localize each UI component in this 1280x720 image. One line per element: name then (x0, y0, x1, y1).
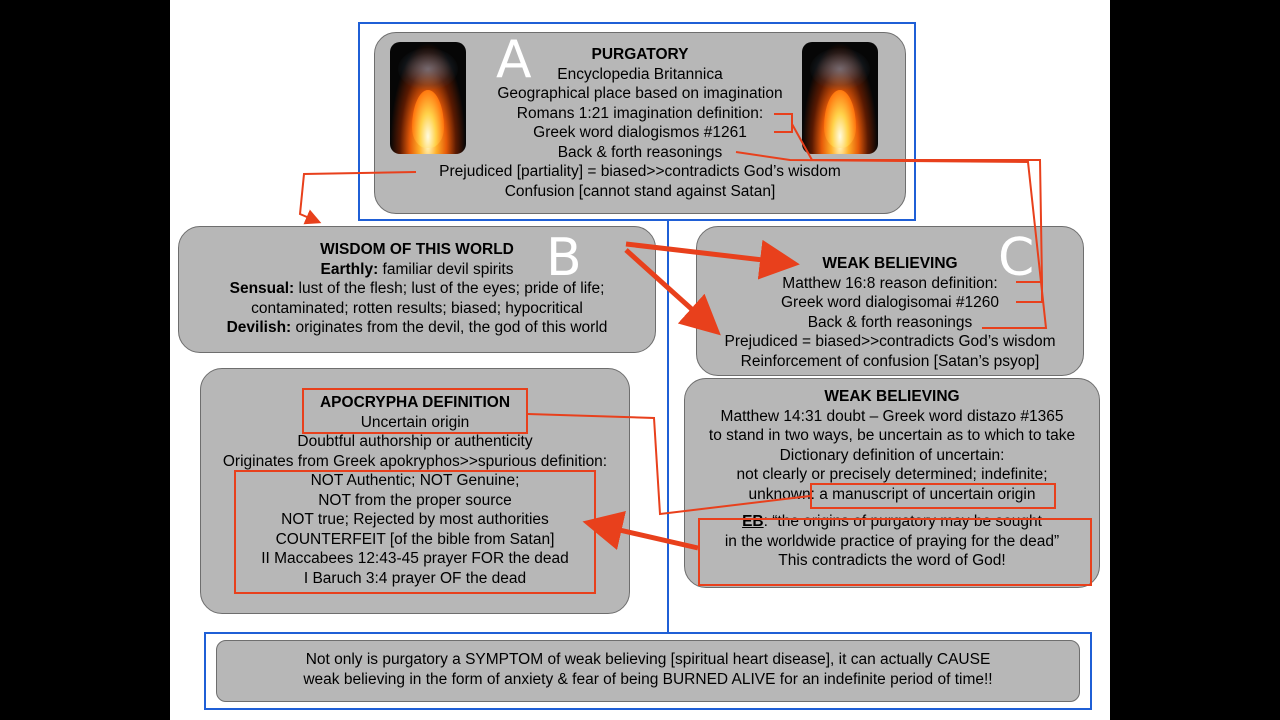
apocrypha-line-6: NOT true; Rejected by most authorities (281, 511, 549, 528)
wisdom-devilish-text: originates from the devil, the god of th… (291, 319, 608, 336)
bottom-frame (204, 632, 1092, 710)
apocrypha-line-5: NOT from the proper source (318, 491, 512, 509)
fire-image-left (390, 42, 466, 154)
fire-image-right (802, 42, 878, 154)
apocrypha-line-1: Uncertain origin (360, 413, 470, 431)
conclusion-line-1: Not only is purgatory a SYMPTOM of weak … (305, 651, 991, 668)
connector-prejudiced-to-wisdom (298, 171, 417, 225)
eb-quote-highlight (698, 518, 1092, 586)
weak-believing-1-line-5: Reinforcement of confusion [Satan’s psyo… (740, 352, 1040, 370)
connector-romans-to-matthew (791, 123, 1044, 283)
wisdom-earthly-text: familiar devil spirits (378, 260, 514, 278)
unknown-highlight-text: a manuscript of uncertain origin (819, 485, 1036, 503)
apocrypha-line-9: I Baruch 3:4 prayer OF the dead (303, 569, 527, 587)
wisdom-sensual-text: lust of the flesh; lust of the eyes; pri… (294, 280, 605, 297)
eb-quote-line-1: EB: “the origins of purgatory may be sou… (685, 512, 1099, 532)
wisdom-devilish-line: Devilish: originates from the devil, the… (179, 318, 655, 338)
apocrypha-title: APOCRYPHA DEFINITION (319, 394, 511, 411)
connector-overlay (298, 113, 1048, 634)
purgatory-title: PURGATORY (591, 46, 689, 63)
bracket-matthew-greek (1016, 281, 1043, 303)
weak-believing-1-line-1: Matthew 16:8 reason definition: (782, 274, 998, 292)
eb-line-1-text: : “the origins of purgatory may be sough… (763, 513, 1042, 530)
eb-quote-line-2: in the worldwide practice of praying for… (724, 532, 1060, 550)
apocrypha-title-highlight (302, 388, 528, 434)
wisdom-devilish-label: Devilish: (226, 319, 292, 336)
wisdom-line-3: contaminated; rotten results; biased; hy… (251, 299, 583, 317)
arrow-wisdom-to-prejudiced (624, 248, 721, 336)
wisdom-sensual-line: Sensual: lust of the flesh; lust of the … (179, 279, 655, 299)
purgatory-line-3: Romans 1:21 imagination definition: (516, 104, 764, 122)
purgatory-line-1: Encyclopedia Britannica (557, 65, 723, 83)
conclusion-box: Not only is purgatory a SYMPTOM of weak … (216, 640, 1080, 702)
bracket-romans-greek (774, 113, 793, 133)
purgatory-line-4: Greek word dialogismos #1261 (533, 124, 747, 141)
weak-believing-2-line-2: to stand in two ways, be uncertain as to… (708, 427, 1076, 444)
apocrypha-line-4: NOT Authentic; NOT Genuine; (310, 472, 520, 489)
purgatory-line-7: Confusion [cannot stand against Satan] (504, 182, 776, 200)
handwritten-letter-b: B (546, 228, 582, 288)
weak-believing-1-title: WEAK BELIEVING (822, 255, 958, 272)
weak-believing-2-line-4: not clearly or precisely determined; ind… (736, 466, 1048, 483)
purgatory-line-6: Prejudiced [partiality] = biased>>contra… (439, 163, 841, 180)
purgatory-line-2: Geographical place based on imagination (497, 85, 783, 102)
wisdom-box: WISDOM OF THIS WORLD Earthly: familiar d… (178, 226, 656, 353)
purgatory-frame (358, 22, 916, 221)
weak-believing-2-line-1: Matthew 14:31 doubt – Greek word distazo… (720, 407, 1064, 425)
uncertain-origin-highlight (810, 483, 1056, 509)
weak-believing-1-line-4: Prejudiced = biased>>contradicts God’s w… (724, 333, 1056, 350)
apocrypha-line-7: COUNTERFEIT [of the bible from Satan] (275, 530, 555, 548)
handwritten-letter-a: A (496, 30, 532, 90)
slide: PURGATORY Encyclopedia Britannica Geogra… (170, 0, 1110, 720)
connector-apocrypha-to-uncertain (527, 413, 811, 516)
apocrypha-line-8: II Maccabees 12:43-45 prayer FOR the dea… (261, 550, 569, 567)
apocrypha-box: APOCRYPHA DEFINITION Uncertain origin Do… (200, 368, 630, 614)
weak-believing-1-line-3: Back & forth reasonings (807, 313, 973, 331)
weak-believing-2-title: WEAK BELIEVING (824, 388, 960, 405)
apocrypha-line-3: Originates from Greek apokryphos>>spurio… (222, 452, 608, 470)
connector-reasonings (735, 151, 1048, 329)
eb-quote-line-3: This contradicts the word of God! (778, 552, 1006, 569)
arrow-wisdom-to-weak-believing (625, 239, 800, 280)
weak-believing-2-line-3: Dictionary definition of uncertain: (779, 446, 1005, 464)
handwritten-letter-c: C (998, 228, 1035, 288)
wisdom-earthly-line: Earthly: familiar devil spirits (179, 260, 655, 280)
apocrypha-line-2: Doubtful authorship or authenticity (297, 433, 533, 450)
weak-believing-1-line-2: Greek word dialogisomai #1260 (781, 294, 999, 311)
wisdom-sensual-label: Sensual: (229, 280, 295, 297)
arrow-eb-to-apocrypha (582, 510, 699, 551)
purgatory-line-5: Back & forth reasonings (557, 143, 723, 161)
wisdom-title: WISDOM OF THIS WORLD (320, 241, 514, 258)
conclusion-line-2: weak believing in the form of anxiety & … (303, 670, 993, 688)
eb-label: EB (742, 513, 764, 530)
wisdom-earthly-label: Earthly: (320, 260, 379, 278)
